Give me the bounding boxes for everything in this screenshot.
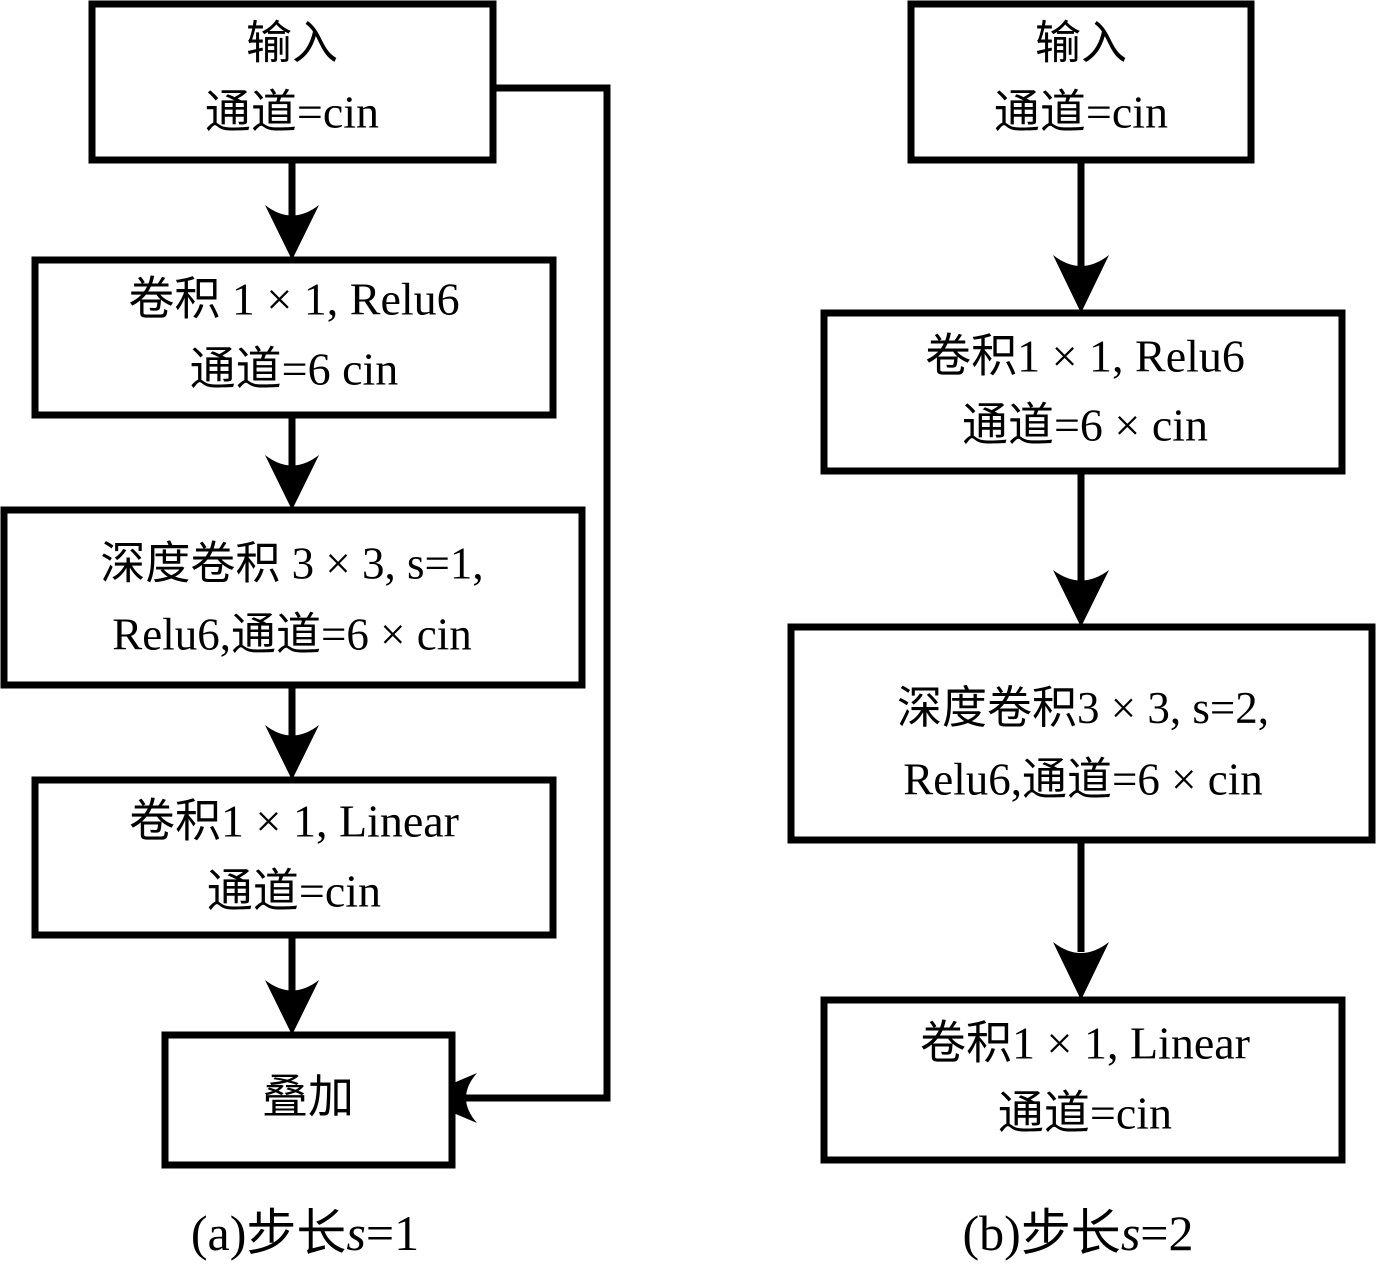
input-node-line1: 输入 xyxy=(246,18,338,69)
panel-b-caption-label: 步长 xyxy=(1021,1205,1121,1261)
conv-1x1-linear-box[interactable] xyxy=(31,776,557,939)
panel-b-caption-value: =2 xyxy=(1140,1205,1193,1261)
conv-1x1-relu6-line2: 通道=6 × cin xyxy=(962,400,1208,451)
conv-1x1-relu6-node[interactable]: 卷积1 × 1, Relu6 通道=6 × cin xyxy=(820,309,1346,475)
conv-1x1-relu6-line1: 卷积1 × 1, Relu6 xyxy=(925,331,1245,382)
panel-b-caption-prefix: (b) xyxy=(963,1205,1021,1261)
edge-conv1-to-dwconv-arrowhead xyxy=(1053,570,1109,627)
edge-conv1-to-dwconv xyxy=(1053,471,1109,627)
conv-1x1-linear-line2: 通道=cin xyxy=(207,866,381,917)
panel-b-caption-var: s xyxy=(1121,1205,1140,1261)
conv-1x1-relu6-node[interactable]: 卷积 1 × 1, Relu6 通道=6 cin xyxy=(31,256,557,419)
panel-b-caption: (b)步长s=2 xyxy=(963,1205,1194,1261)
edge-conv2-to-add xyxy=(265,935,319,1035)
conv-1x1-linear-line2: 通道=cin xyxy=(998,1088,1172,1139)
panel-b: 输入 通道=cin 卷积1 × 1, Relu6 通道=6 × cin xyxy=(787,0,1376,1261)
input-node-box[interactable] xyxy=(88,0,497,164)
add-node-label: 叠加 xyxy=(262,1072,354,1123)
edge-input-to-conv1 xyxy=(265,160,319,260)
conv-1x1-relu6-box[interactable] xyxy=(820,309,1346,475)
edge-input-to-conv1-arrowhead xyxy=(265,205,319,260)
panel-a-caption-prefix: (a) xyxy=(191,1205,247,1261)
conv-1x1-relu6-line1: 卷积 1 × 1, Relu6 xyxy=(128,274,459,325)
conv-1x1-linear-node[interactable]: 卷积1 × 1, Linear 通道=cin xyxy=(31,776,557,939)
edge-conv1-to-dwconv xyxy=(265,415,319,510)
conv-1x1-linear-box[interactable] xyxy=(820,996,1346,1164)
edge-input-to-conv1-arrowhead xyxy=(1053,255,1109,313)
input-node[interactable]: 输入 通道=cin xyxy=(907,0,1255,164)
depthwise-conv-line2: Relu6,通道=6 × cin xyxy=(112,609,471,659)
depthwise-conv-line1: 深度卷积 3 × 3, s=1, xyxy=(100,538,483,588)
add-node[interactable]: 叠加 xyxy=(161,1031,456,1169)
input-node[interactable]: 输入 通道=cin xyxy=(88,0,497,164)
edge-dwconv-to-conv2 xyxy=(265,685,319,780)
panel-a: 输入 通道=cin 卷积 1 × 1, Relu6 通道=6 cin xyxy=(0,0,611,1261)
edge-conv1-to-dwconv-arrowhead xyxy=(265,455,319,510)
input-node-line1: 输入 xyxy=(1035,18,1127,69)
edge-dwconv-to-conv2-arrowhead xyxy=(265,725,319,780)
edge-dwconv-to-conv2-arrowhead xyxy=(1053,942,1109,1000)
depthwise-conv-box[interactable] xyxy=(787,623,1376,844)
input-node-box[interactable] xyxy=(907,0,1255,164)
conv-1x1-linear-line1: 卷积1 × 1, Linear xyxy=(129,796,459,847)
conv-1x1-relu6-line2: 通道=6 cin xyxy=(190,344,399,395)
input-node-line2: 通道=cin xyxy=(205,87,379,138)
depthwise-conv-line1: 深度卷积3 × 3, s=2, xyxy=(897,683,1269,733)
depthwise-conv-line1-text: 深度卷积3 × 3, s=2, xyxy=(897,683,1269,733)
panel-a-caption-var: s xyxy=(346,1205,365,1261)
add-node-box[interactable] xyxy=(161,1031,456,1169)
input-node-line2: 通道=cin xyxy=(994,87,1168,138)
depthwise-conv-line2: Relu6,通道=6 × cin xyxy=(903,754,1262,804)
edge-dwconv-to-conv2 xyxy=(1053,840,1109,1000)
depthwise-conv-node[interactable]: 深度卷积 3 × 3, s=1, Relu6,通道=6 × cin xyxy=(0,506,586,689)
edge-conv2-to-add-arrowhead xyxy=(265,980,319,1035)
conv-1x1-linear-node[interactable]: 卷积1 × 1, Linear 通道=cin xyxy=(820,996,1346,1164)
panel-a-caption-label: 步长 xyxy=(246,1205,346,1261)
panel-a-caption-value: =1 xyxy=(366,1205,419,1261)
depthwise-conv-node[interactable]: 深度卷积3 × 3, s=2, Relu6,通道=6 × cin xyxy=(787,623,1376,844)
edge-input-to-conv1 xyxy=(1053,160,1109,313)
depthwise-conv-box[interactable] xyxy=(0,506,586,689)
conv-1x1-linear-line1: 卷积1 × 1, Linear xyxy=(920,1018,1250,1069)
skip-connection-line xyxy=(452,84,611,1102)
panel-a-caption: (a)步长s=1 xyxy=(191,1205,419,1261)
